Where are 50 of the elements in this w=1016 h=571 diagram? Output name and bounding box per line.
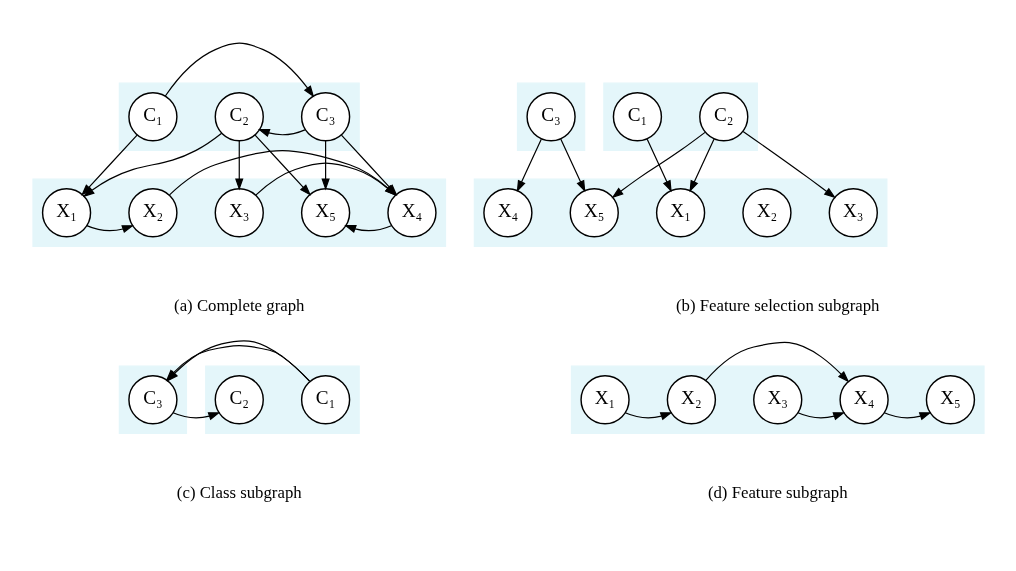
label: (d) Feature subgraph [707, 482, 848, 502]
node-circle: C₁ [300, 375, 350, 425]
cluster [570, 365, 985, 434]
node-circle: X₃ [214, 188, 264, 238]
node-circle: C₃ [127, 375, 178, 425]
cluster [118, 365, 187, 434]
arrow [624, 412, 672, 421]
node-circle: X₃ [752, 375, 802, 425]
arrow [343, 225, 392, 233]
node-circle: X₅ [569, 188, 619, 238]
arrow [85, 225, 134, 234]
label: (c) Class subgraph [176, 482, 302, 502]
node-circle: X₂ [741, 188, 792, 238]
arrow [234, 140, 243, 191]
node-circle: X₅ [300, 188, 350, 238]
arrow [742, 130, 836, 199]
node-circle: C₂ [214, 375, 264, 425]
label: (a) Complete graph [173, 295, 304, 315]
arrow [704, 341, 849, 383]
arrow [883, 412, 931, 421]
arrow [257, 129, 306, 138]
arrow [559, 138, 585, 193]
node-circle: X₂ [127, 188, 178, 238]
arrow [516, 138, 542, 193]
arrow [646, 138, 672, 193]
node-circle: C₃ [300, 92, 350, 142]
node-circle: X₅ [925, 375, 975, 425]
label: (b) Feature selection subgraph [675, 295, 879, 315]
node-circle: C₂ [698, 92, 748, 142]
node-circle: C₃ [525, 92, 576, 142]
node-circle: X₁ [579, 375, 630, 425]
node-circle: C₁ [612, 92, 662, 142]
arrow [164, 42, 314, 98]
node-circle: X₂ [666, 375, 716, 425]
node-circle: C₂ [214, 92, 264, 142]
node-circle: X₃ [828, 188, 878, 238]
node-circle: X₄ [838, 375, 889, 425]
node-circle: X₁ [41, 188, 91, 238]
arrow [688, 138, 715, 193]
arrow [172, 412, 220, 421]
node-circle: X₁ [655, 188, 705, 238]
cluster [602, 82, 758, 151]
node-circle: X₄ [386, 188, 437, 238]
arrow [796, 412, 845, 421]
arrow [254, 134, 311, 196]
node-circle: C₁ [127, 92, 178, 142]
node-circle: X₄ [482, 188, 533, 238]
arrow [320, 140, 330, 191]
cluster [516, 82, 585, 151]
arrow [611, 131, 706, 199]
